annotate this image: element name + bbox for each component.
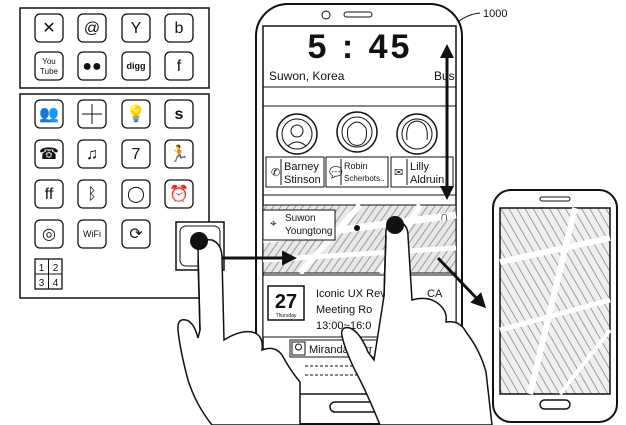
s-glyph: s [175, 106, 184, 123]
calendar-day: 27 [275, 291, 297, 313]
phone-book-icon[interactable]: ☎ [34, 139, 64, 169]
xing-glyph: ✕ [42, 20, 55, 37]
reference-label: 1000 [483, 8, 507, 20]
main-phone: 5 : 45 Suwon, Korea Bus ✆ [255, 3, 463, 425]
wifi-glyph: WiFi [83, 229, 101, 239]
numbers-tile-1: 1 [39, 263, 45, 274]
front-camera-icon [321, 10, 331, 20]
flickr-glyph: ●● [82, 58, 101, 75]
sync-icon[interactable]: ⟳ [121, 219, 151, 249]
event-title-tail: CA [427, 288, 443, 300]
b-icon[interactable]: b [164, 13, 194, 43]
calendar-icon[interactable]: 7 [121, 139, 151, 169]
digg-glyph: digg [127, 61, 146, 71]
music-glyph: ♫ [86, 146, 98, 163]
bulb-glyph: 💡 [126, 104, 146, 123]
calendar-glyph: 7 [132, 146, 141, 163]
b-glyph: b [175, 20, 184, 37]
contact-3-name-last: Aldruin [410, 174, 444, 186]
clock-glyph: ⏰ [169, 184, 189, 203]
grid-icon[interactable] [77, 99, 107, 129]
ff-icon[interactable]: ff [34, 179, 64, 209]
message-avatar-icon [295, 343, 302, 351]
speaker-grille [343, 11, 373, 18]
contact-2-name-last: Scherbots.. [344, 174, 384, 183]
right-phone-speaker [539, 196, 571, 202]
headset-icon: ∩ [440, 209, 449, 223]
map-widget[interactable]: ⌖ Suwon Youngtong ∩ [262, 203, 457, 275]
numbers-tile-3: 3 [39, 278, 45, 289]
map-pin-icon: ⌖ [270, 216, 277, 230]
contact-card-1[interactable] [265, 156, 325, 188]
runner-glyph: 🏃 [169, 144, 189, 163]
contact-3-name-first: Lilly [410, 161, 429, 173]
youtube-glyph: Tube [40, 67, 58, 76]
map-marker-icon [354, 225, 360, 231]
right-phone-home-button[interactable] [539, 399, 571, 410]
digg-icon[interactable]: digg [121, 51, 151, 81]
yahoo-icon[interactable]: Y [121, 13, 151, 43]
flickr-icon[interactable]: ●● [77, 51, 107, 81]
wifi-icon[interactable]: WiFi [77, 219, 107, 249]
expand-arrow [436, 256, 487, 309]
right-hand [340, 216, 493, 425]
at-icon[interactable]: @ [77, 13, 107, 43]
calendar-weekday: Thursday [276, 313, 297, 319]
chat-icon: 💬 [329, 166, 343, 179]
contacts-widget: ✆ Barney Stinson 💬 Robin Scherbots.. ✉ L… [265, 111, 454, 188]
youtube-glyph: You [42, 57, 56, 66]
phone-icon: ✆ [271, 167, 280, 179]
people-icon[interactable]: 👥 [34, 99, 64, 129]
contact-avatar-2[interactable] [336, 111, 378, 153]
bus-label: Bus [434, 69, 455, 83]
facebook-icon[interactable]: f [164, 51, 194, 81]
bluetooth-icon[interactable]: ᛒ [77, 179, 107, 209]
reference-leader-line [457, 12, 481, 23]
music-icon[interactable]: ♫ [77, 139, 107, 169]
ring-icon[interactable]: ◯ [121, 179, 151, 209]
xing-icon[interactable]: ✕ [34, 13, 64, 43]
bulb-icon[interactable]: 💡 [121, 99, 151, 129]
s-icon[interactable]: s [164, 99, 194, 129]
facebook-glyph: f [177, 58, 182, 75]
contact-1-name-first: Barney [284, 161, 319, 173]
event-title: Iconic UX Revie [316, 288, 394, 300]
map-location-line2: Youngtong [285, 226, 332, 237]
left-hand [177, 232, 301, 425]
phone-book-glyph: ☎ [39, 146, 59, 163]
numbers-tile[interactable]: 1 2 3 4 [34, 258, 63, 290]
ff-glyph: ff [45, 186, 54, 203]
location-text: Suwon, Korea [269, 69, 345, 83]
event-room: Meeting Ro [316, 304, 372, 316]
contact-card-2[interactable] [325, 156, 389, 188]
camera-glyph: ◎ [42, 226, 56, 243]
numbers-tile-4: 4 [53, 278, 59, 289]
event-time: 13:00~16:0 [316, 320, 371, 332]
sync-glyph: ⟳ [129, 226, 143, 243]
people-glyph: 👥 [39, 106, 59, 123]
runner-icon[interactable]: 🏃 [164, 139, 194, 169]
map-location-line1: Suwon [285, 213, 316, 224]
ring-glyph: ◯ [127, 186, 145, 203]
mail-icon: ✉ [394, 167, 403, 179]
contact-2-name-first: Robin [344, 161, 368, 171]
contact-avatar-3[interactable] [396, 113, 438, 155]
clock-icon[interactable]: ⏰ [164, 179, 194, 209]
yahoo-glyph: Y [131, 20, 142, 37]
at-glyph: @ [84, 20, 100, 37]
bluetooth-glyph: ᛒ [87, 186, 97, 203]
right-phone [492, 189, 618, 423]
contact-avatar-1[interactable] [276, 113, 318, 155]
numbers-tile-2: 2 [53, 263, 59, 274]
contact-1-name-last: Stinson [284, 174, 321, 186]
camera-icon[interactable]: ◎ [34, 219, 64, 249]
clock-text: 5 : 45 [308, 28, 413, 66]
contact-card-3[interactable] [390, 156, 454, 188]
